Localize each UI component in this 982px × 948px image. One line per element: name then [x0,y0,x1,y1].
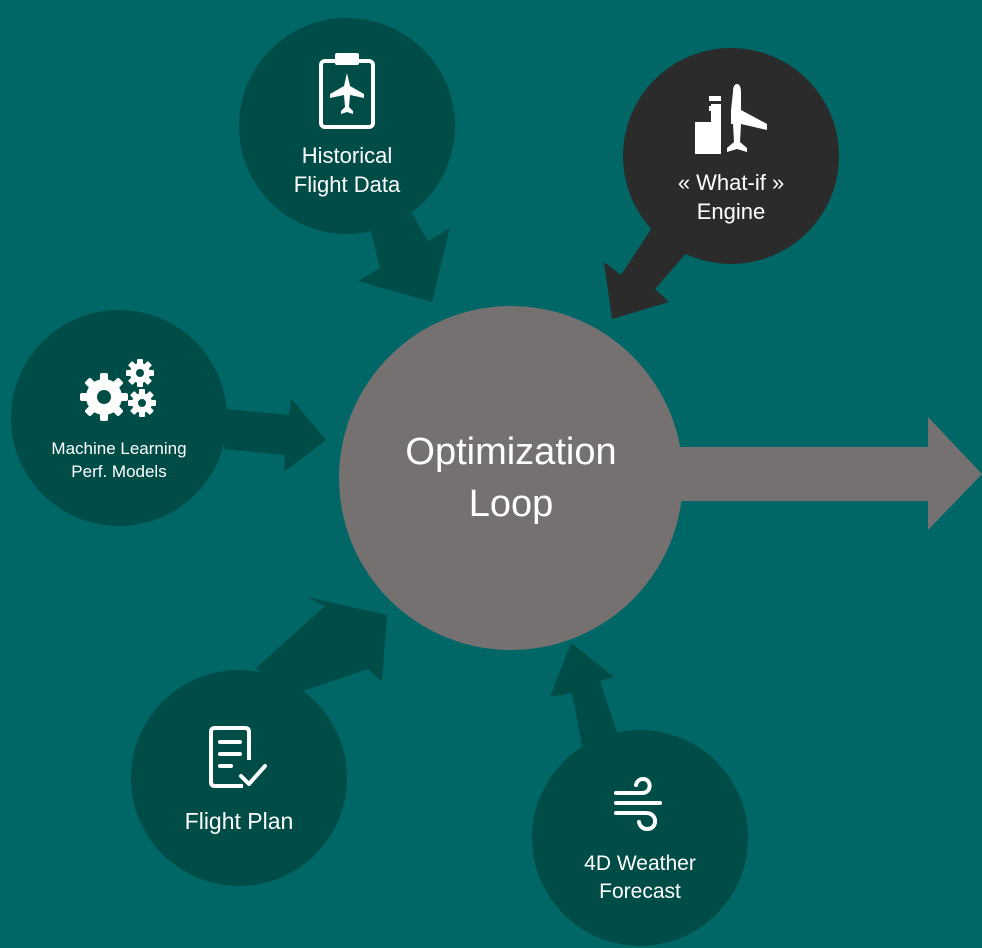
what-if-engine-label: « What-if » Engine [678,169,784,226]
flight-plan-circle: Flight Plan [131,670,347,886]
wind-icon [610,773,670,838]
gears-icon [76,357,162,428]
what-if-engine-circle: « What-if » Engine [623,48,839,264]
historical-flight-data-label: Historical Flight Data [294,142,400,199]
optimization-loop-label: Optimization Loop [405,426,616,530]
machine-learning-circle: Machine Learning Perf. Models [11,310,227,526]
whatif-label-line1: « What-if » [677,169,785,195]
weather-label-line1: 4D Weather [584,852,696,876]
center-label-line2: Loop [468,483,554,525]
arrow-flightplan [256,597,387,696]
ml-label-line2: Perf. Models [71,461,167,481]
historical-label-line1: Historical [301,142,393,168]
document-check-icon [207,724,271,795]
center-label-line1: Optimization [405,431,617,473]
weather-forecast-label: 4D Weather Forecast [584,850,696,905]
flightplan-label-line1: Flight Plan [184,807,294,834]
historical-label-line2: Flight Data [293,171,401,197]
ml-label-line1: Machine Learning [51,439,187,459]
output-arrow [660,417,982,530]
flight-plan-label: Flight Plan [185,807,294,837]
airplane-icon [691,82,771,163]
weather-label-line2: Forecast [599,879,681,903]
weather-forecast-circle: 4D Weather Forecast [532,730,748,946]
optimization-loop-circle: Optimization Loop [339,306,683,650]
whatif-label-line2: Engine [696,198,766,224]
historical-flight-data-circle: Historical Flight Data [239,18,455,234]
arrow-weather [550,643,619,746]
clipboard-plane-icon [317,51,377,136]
machine-learning-label: Machine Learning Perf. Models [51,438,186,482]
arrow-ml [224,398,326,472]
